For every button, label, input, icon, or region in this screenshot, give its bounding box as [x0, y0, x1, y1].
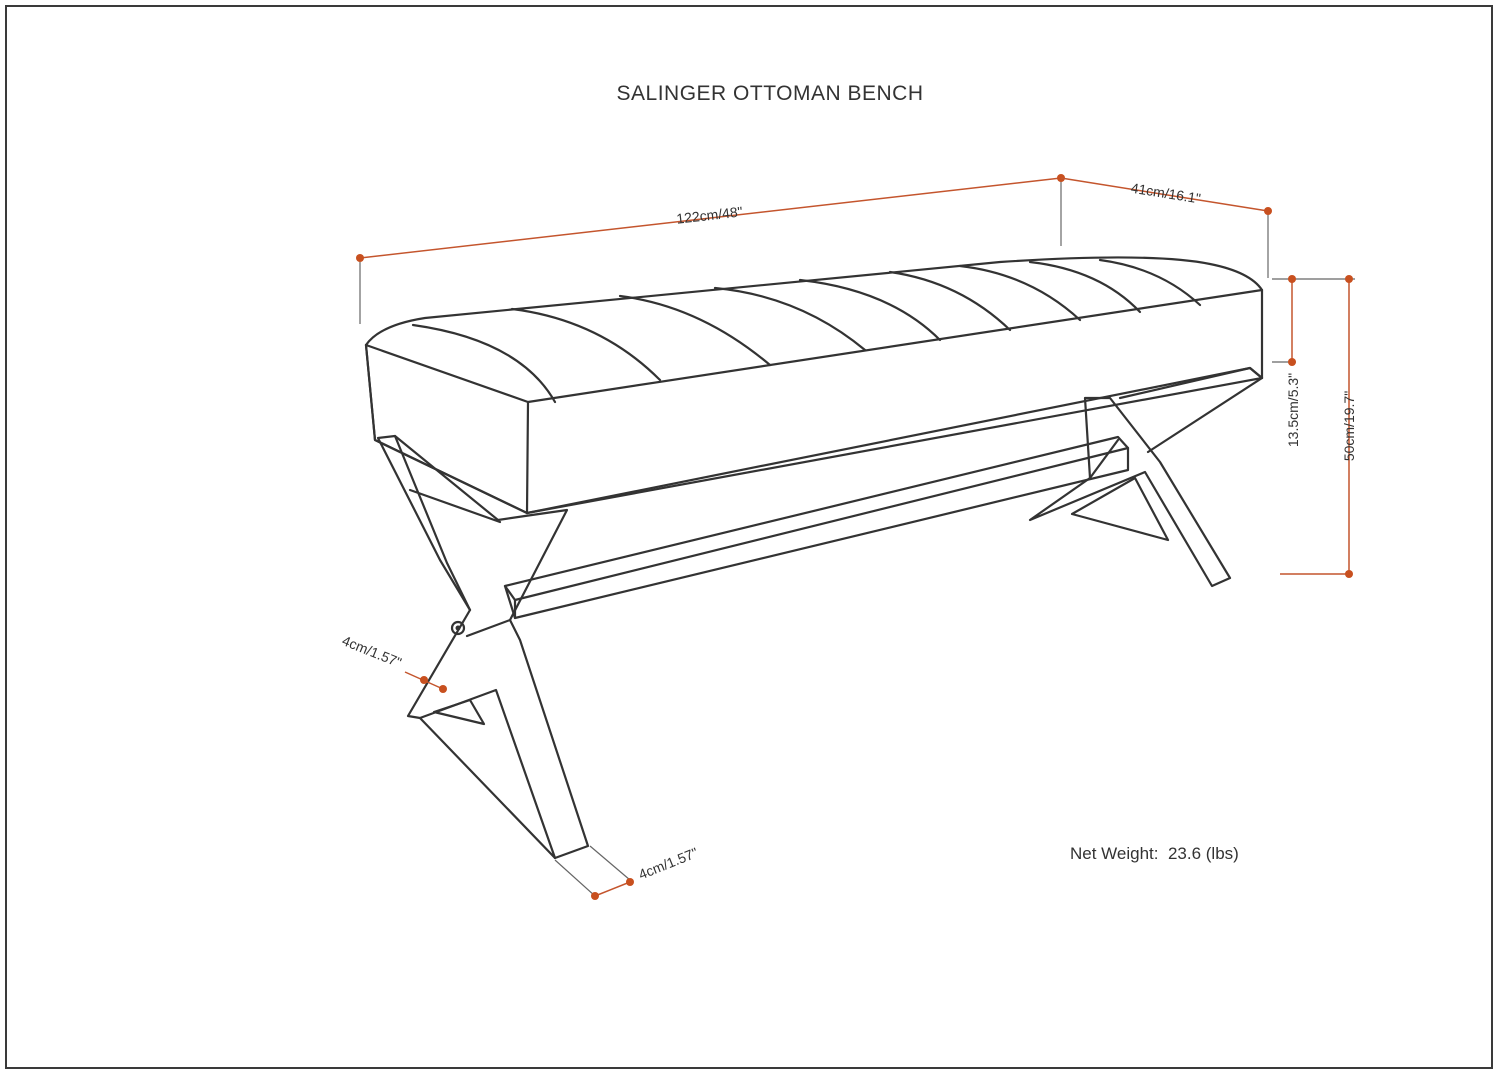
leg-side-left-dot — [420, 676, 428, 684]
depth-end-dot — [1264, 207, 1272, 215]
seat-thickness-label: 13.5cm/5.3" — [1285, 373, 1301, 447]
dimension-lines — [356, 174, 1355, 900]
height-label: 50cm/19.7" — [1341, 391, 1357, 461]
front-leg — [376, 434, 590, 860]
diagram-frame — [5, 5, 1493, 1069]
length-start-dot — [356, 254, 364, 262]
net-weight-label: Net Weight: 23.6 (lbs) — [1070, 844, 1239, 863]
thickness-bottom-dot — [1288, 358, 1296, 366]
leg-width-side-label: 4cm/1.57" — [340, 632, 404, 670]
bench-drawing — [364, 256, 1264, 860]
leg-front-left-dot — [591, 892, 599, 900]
length-label: 122cm/48" — [676, 203, 744, 226]
diagram-title: SALINGER OTTOMAN BENCH — [617, 82, 924, 105]
back-leg — [1028, 366, 1264, 588]
thickness-top-dot — [1288, 275, 1296, 283]
depth-label: 41cm/16.1" — [1130, 180, 1202, 207]
height-bottom-dot — [1345, 570, 1353, 578]
height-top-dot — [1345, 275, 1353, 283]
stretcher-bar — [503, 435, 1130, 620]
leg-front-right-dot — [626, 878, 634, 886]
bench-seat — [364, 256, 1264, 515]
leg-side-right-dot — [439, 685, 447, 693]
leg-width-front-label: 4cm/1.57" — [636, 844, 700, 882]
